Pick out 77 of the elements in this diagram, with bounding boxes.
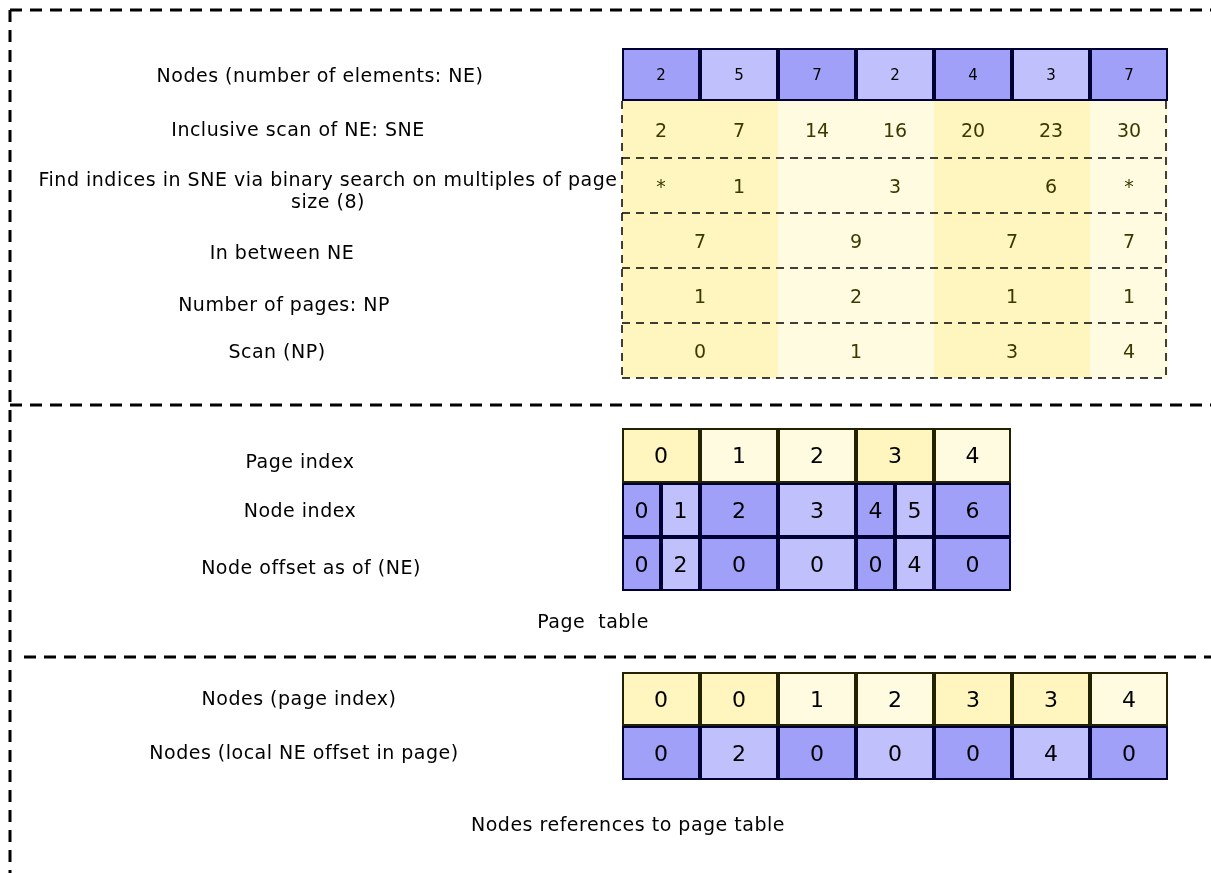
table-cell: 4: [1090, 672, 1168, 726]
table-cell: 0: [778, 726, 856, 780]
table-cell: 3: [778, 483, 856, 537]
table-cell: 0: [856, 726, 934, 780]
table-cell: 2: [778, 428, 856, 483]
row-label: Scan (NP): [227, 339, 327, 364]
table-cell: 4: [895, 537, 934, 591]
table-cell: 4: [1012, 726, 1090, 780]
table-value: 7: [692, 228, 708, 254]
table-value: 0: [692, 338, 708, 364]
table-value: 7: [1121, 228, 1137, 254]
table-cell: 0: [934, 726, 1012, 780]
table-cell: 2: [856, 672, 934, 726]
table-cell: 4: [934, 428, 1011, 483]
table-value: 1: [848, 338, 864, 364]
row-label: Nodes (number of elements: NE): [155, 63, 485, 88]
table-value: 1: [731, 173, 747, 199]
row-label: Node index: [242, 498, 358, 523]
row-label: In between NE: [208, 240, 356, 265]
table-cell: 5: [700, 48, 778, 101]
table-cell: 7: [1090, 48, 1168, 101]
table-cell: 0: [622, 537, 661, 591]
table-value: 20: [959, 117, 987, 143]
table-value: 30: [1115, 117, 1143, 143]
table-cell: 2: [661, 537, 700, 591]
table-cell: 3: [856, 428, 934, 483]
row-label: Find indices in SNE via binary search on multiples of page size (8): [37, 167, 619, 214]
table-cell: 0: [856, 537, 895, 591]
table-cell: 4: [856, 483, 895, 537]
row-label: Page index: [244, 449, 356, 474]
table-cell: 2: [700, 726, 778, 780]
table-cell: 5: [895, 483, 934, 537]
table-cell: 0: [622, 428, 700, 483]
table-value: 9: [848, 228, 864, 254]
table-cell: 6: [934, 483, 1011, 537]
table-value: 2: [653, 117, 669, 143]
table-cell: 0: [1090, 726, 1168, 780]
table-value: 16: [881, 117, 909, 143]
table-value: 6: [1043, 173, 1059, 199]
table-cell: 0: [622, 483, 661, 537]
table-cell: 1: [661, 483, 700, 537]
table-cell: 3: [934, 672, 1012, 726]
row-label: Node offset as of (NE): [200, 555, 422, 580]
table-value: 23: [1037, 117, 1065, 143]
table-value: 2: [848, 283, 864, 309]
table-value: 1: [1121, 283, 1137, 309]
table-value: 3: [1004, 338, 1020, 364]
table-caption: Page table: [536, 609, 650, 634]
table-cell: 4: [934, 48, 1012, 101]
table-cell: 1: [700, 428, 778, 483]
table-cell: 7: [778, 48, 856, 101]
table-value: *: [655, 173, 667, 199]
table-value: 1: [692, 283, 708, 309]
table-value: 7: [731, 117, 747, 143]
table-cell: 2: [700, 483, 778, 537]
table-cell: 0: [700, 672, 778, 726]
table-cell: 1: [778, 672, 856, 726]
table-value: 14: [803, 117, 831, 143]
table-cell: 2: [622, 48, 700, 101]
table-cell: 2: [856, 48, 934, 101]
table-cell: 0: [622, 672, 700, 726]
table-cell: 0: [622, 726, 700, 780]
table-cell: 0: [778, 537, 856, 591]
table-value: 3: [887, 173, 903, 199]
table-cell: 0: [934, 537, 1011, 591]
table-caption: Nodes references to page table: [470, 812, 786, 837]
table-value: 4: [1121, 338, 1137, 364]
table-cell: 0: [700, 537, 778, 591]
table-cell: 3: [1012, 672, 1090, 726]
table-value: *: [1123, 173, 1135, 199]
row-label: Nodes (local NE offset in page): [148, 740, 460, 765]
table-cell: 3: [1012, 48, 1090, 101]
table-value: 7: [1004, 228, 1020, 254]
row-label: Inclusive scan of NE: SNE: [170, 117, 426, 142]
table-value: 1: [1004, 283, 1020, 309]
row-label: Number of pages: NP: [177, 292, 391, 317]
row-label: Nodes (page index): [200, 686, 398, 711]
